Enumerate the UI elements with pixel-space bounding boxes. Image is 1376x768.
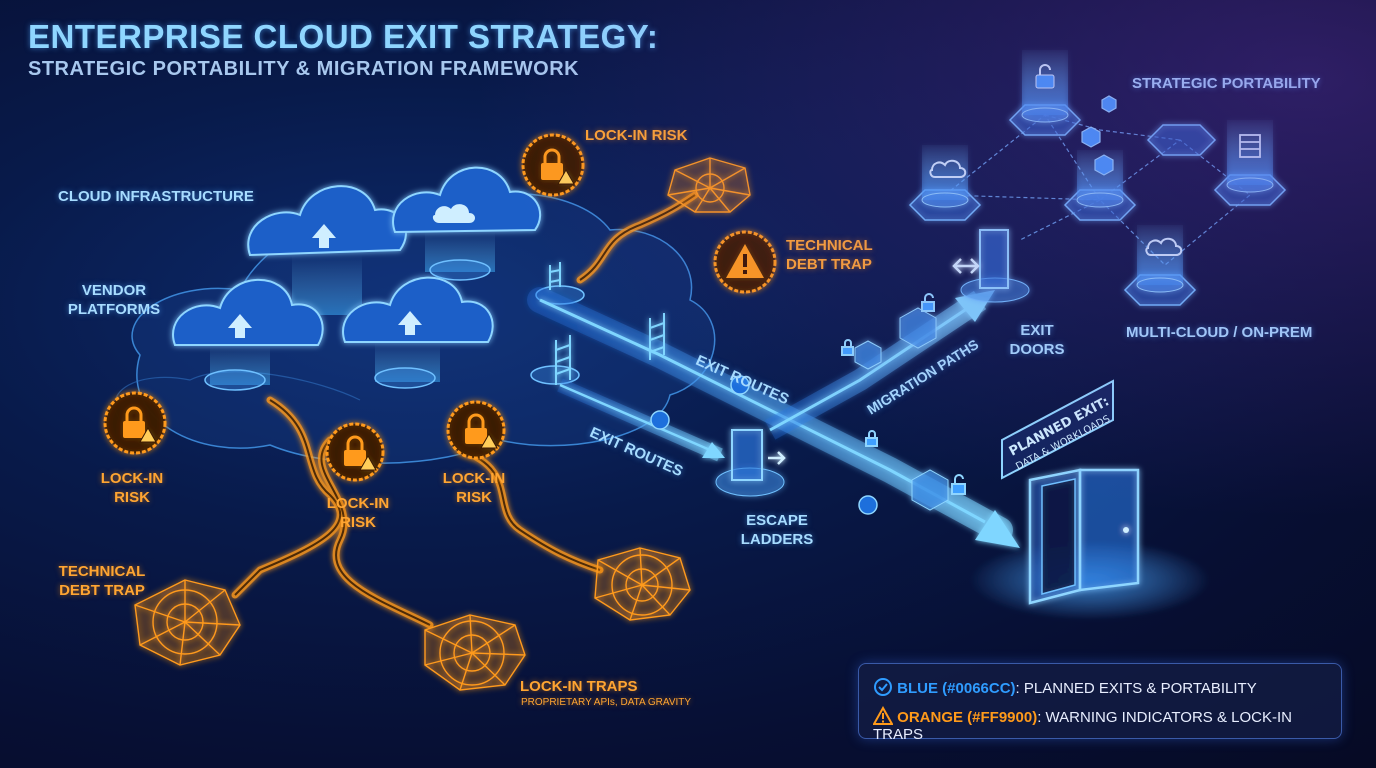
web-trap [667,157,751,213]
label-technical-debt-left: TECHNICAL DEBT TRAP [52,563,152,601]
cloud-icon [392,166,541,234]
web-trap [594,547,691,621]
label-multi-cloud: MULTI-CLOUD / ON-PREM [1126,324,1313,341]
legend-blue-key: BLUE (#0066CC) [897,680,1016,697]
data-beam [375,342,440,382]
escape-door-icon [715,429,786,497]
cloud-icon [172,278,324,346]
label-lockin-risk-left: LOCK-IN RISK [92,470,172,508]
legend: BLUE (#0066CC): PLANNED EXITS & PORTABIL… [858,663,1342,743]
lock-warning-icon [521,133,585,197]
lock-icon [1035,64,1055,89]
planned-exit-door [970,468,1210,620]
legend-orange-text: : WARNING INDICATORS & LOCK-IN TRAPS [873,709,1292,743]
legend-row-orange: ORANGE (#FF9900): WARNING INDICATORS & L… [872,705,1341,743]
label-vendor-platforms: VENDOR PLATFORMS [66,282,162,320]
web-trap [424,614,526,691]
label-exit-doors-line2: DOORS [1009,340,1065,358]
label-technical-debt-left-line2: DEBT TRAP [59,581,145,599]
label-exit-doors: EXIT DOORS [1002,322,1072,360]
cloud-icon [247,185,407,257]
lock-warning-icon [103,391,167,455]
data-box-icon [854,307,949,511]
warning-triangle-icon [872,705,894,725]
label-lockin-traps-sub: PROPRIETARY APIs, DATA GRAVITY [521,697,692,708]
label-cloud-infrastructure: CLOUD INFRASTRUCTURE [58,188,254,205]
label-vendor-platforms-line1: VENDOR [81,282,147,299]
label-lockin-risk-left-line1: LOCK-IN [100,470,164,487]
label-lockin-risk-mid-line2: RISK [340,513,376,531]
check-circle-icon [874,678,892,696]
lockin-path-inner [234,194,696,626]
route-node [650,375,878,515]
label-lockin-risk-right: LOCK-IN RISK [434,470,514,508]
label-technical-debt-top-line2: DEBT TRAP [786,255,872,273]
label-technical-debt-top-line1: TECHNICAL [786,237,873,254]
label-lockin-risk-right-line1: LOCK-IN [442,470,506,487]
exit-route-arrow [557,378,725,462]
lock-warning-icon [446,400,506,460]
label-lockin-risk-top: LOCK-IN RISK [585,127,688,144]
escape-ladder-icon [549,262,665,385]
server-icon [1239,134,1261,158]
page-title: ENTERPRISE CLOUD EXIT STRATEGY: [28,18,659,55]
exit-door-icon [952,229,1030,303]
warning-triangle-icon [713,230,777,294]
label-technical-debt-top: TECHNICAL DEBT TRAP [786,237,873,275]
lock-warning-icon [325,422,385,482]
label-lockin-risk-left-line2: RISK [114,488,150,506]
web-trap [134,579,241,666]
legend-orange-key: ORANGE (#FF9900) [897,709,1038,726]
planned-exit-sign: PLANNED EXIT: DATA & WORKLOADS [1001,379,1114,480]
cube-icon [1081,95,1117,176]
cloud-outline-icon [929,159,1183,256]
label-escape-ladders-line1: ESCAPE [746,512,808,529]
label-lockin-traps: LOCK-IN TRAPS [520,678,638,695]
legend-blue-text: : PLANNED EXITS & PORTABILITY [1015,680,1257,697]
label-technical-debt-left-line1: TECHNICAL [58,563,146,580]
label-vendor-platforms-line2: PLATFORMS [67,300,161,318]
data-beam [425,232,495,272]
label-exit-doors-line1: EXIT [1020,322,1054,339]
label-lockin-risk-mid: LOCK-IN RISK [318,495,398,533]
label-escape-ladders-line2: LADDERS [740,530,814,548]
page-subtitle: STRATEGIC PORTABILITY & MIGRATION FRAMEW… [28,58,580,80]
cloud-icon [342,276,494,343]
label-escape-ladders: ESCAPE LADDERS [732,512,822,550]
data-beam [210,345,270,385]
label-lockin-risk-right-line2: RISK [456,488,492,506]
unlock-icon [841,293,966,495]
label-strategic-portability: STRATEGIC PORTABILITY [1132,75,1321,92]
label-lockin-risk-mid-line1: LOCK-IN [326,495,390,512]
legend-row-blue: BLUE (#0066CC): PLANNED EXITS & PORTABIL… [873,677,1257,697]
